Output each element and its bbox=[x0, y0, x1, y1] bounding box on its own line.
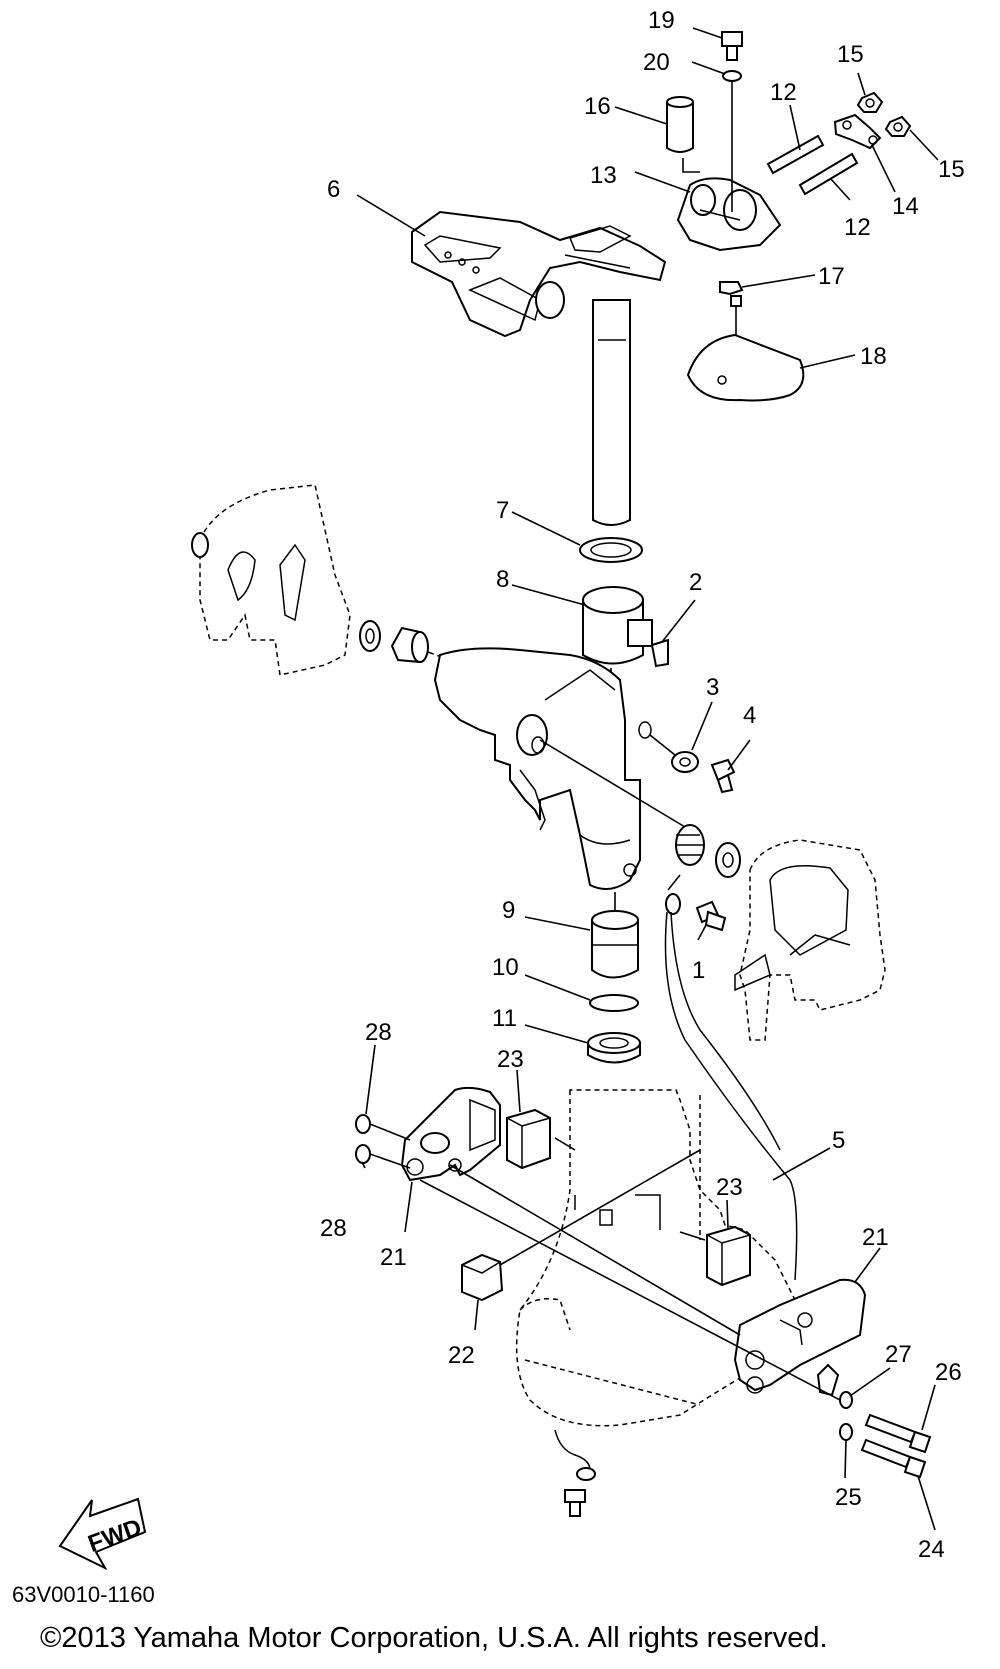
callout-18: 18 bbox=[860, 343, 887, 370]
nut-15-lower bbox=[884, 115, 912, 137]
callout-15-lower: 15 bbox=[938, 156, 965, 183]
seal-11 bbox=[587, 1032, 641, 1064]
damper-23-left bbox=[506, 1108, 551, 1170]
copyright-notice: ©2013 Yamaha Motor Corporation, U.S.A. A… bbox=[40, 1622, 828, 1654]
side-plate-right bbox=[734, 839, 886, 1041]
upper-mount bbox=[676, 177, 782, 252]
callout-3: 3 bbox=[706, 674, 719, 701]
bushing-right bbox=[675, 824, 705, 866]
bolt-19 bbox=[721, 31, 743, 61]
ground-lead-5 bbox=[664, 893, 798, 1281]
callout-4: 4 bbox=[743, 702, 756, 729]
callout-27: 27 bbox=[885, 1341, 912, 1368]
callout-numbers: 1 2 3 4 5 6 7 8 9 10 11 12 12 13 14 15 1… bbox=[320, 7, 965, 1563]
tape-2 bbox=[650, 638, 669, 668]
drive-shaft-housing bbox=[515, 1089, 801, 1427]
washer-28-lower bbox=[355, 1144, 371, 1164]
damper-22 bbox=[461, 1253, 504, 1302]
fwd-arrow: FWD bbox=[58, 1497, 147, 1571]
side-plate-left bbox=[191, 484, 351, 676]
o-ring-10 bbox=[589, 994, 639, 1012]
bushing-8 bbox=[582, 586, 653, 665]
callout-17: 17 bbox=[818, 263, 845, 290]
plate-18 bbox=[686, 333, 805, 402]
callout-28-lower: 28 bbox=[320, 1215, 347, 1242]
callout-22: 22 bbox=[448, 1342, 475, 1369]
callout-26: 26 bbox=[935, 1359, 962, 1386]
bolt-4 bbox=[710, 758, 736, 794]
washer-28-upper bbox=[355, 1114, 371, 1134]
stud-12-upper bbox=[766, 134, 825, 175]
callout-7: 7 bbox=[496, 497, 509, 524]
callout-12-upper: 12 bbox=[770, 79, 797, 106]
ground-bolt-lower bbox=[564, 1467, 596, 1517]
stud-12-lower bbox=[798, 152, 859, 196]
callout-16: 16 bbox=[584, 93, 611, 120]
nut-15-upper bbox=[856, 91, 884, 113]
washer-25 bbox=[839, 1423, 853, 1441]
swivel-bracket bbox=[433, 647, 652, 890]
washer-left bbox=[359, 620, 381, 652]
callout-23-left: 23 bbox=[497, 1046, 524, 1073]
callout-15-upper: 15 bbox=[837, 41, 864, 68]
pin bbox=[666, 96, 694, 153]
steering-shaft bbox=[592, 299, 631, 526]
collar-3 bbox=[671, 751, 699, 773]
callout-8: 8 bbox=[496, 566, 509, 593]
callout-12-lower: 12 bbox=[844, 214, 871, 241]
callout-6: 6 bbox=[327, 176, 340, 203]
callout-11: 11 bbox=[492, 1005, 517, 1032]
callout-20: 20 bbox=[643, 49, 670, 76]
callout-1: 1 bbox=[692, 957, 705, 984]
callout-25: 25 bbox=[835, 1484, 862, 1511]
washer-27 bbox=[839, 1391, 853, 1409]
damper-23-right bbox=[706, 1225, 751, 1287]
callout-28-upper: 28 bbox=[365, 1019, 392, 1046]
callout-9: 9 bbox=[502, 897, 515, 924]
callout-2: 2 bbox=[689, 569, 702, 596]
callout-10: 10 bbox=[492, 954, 519, 981]
callout-21-left: 21 bbox=[380, 1244, 407, 1271]
washer-right bbox=[715, 842, 741, 878]
callout-5: 5 bbox=[832, 1127, 845, 1154]
mount-21-left bbox=[400, 1086, 501, 1182]
bolt-24 bbox=[860, 1438, 927, 1479]
callout-23-right: 23 bbox=[716, 1174, 743, 1201]
seal-7 bbox=[579, 537, 643, 563]
document-code: 63V0010-1160 bbox=[12, 1582, 155, 1607]
steering-bracket bbox=[411, 210, 667, 338]
callout-14: 14 bbox=[892, 193, 919, 220]
callout-19: 19 bbox=[648, 7, 675, 34]
damper-9 bbox=[591, 910, 639, 979]
mount-21-right bbox=[733, 1278, 867, 1397]
bolt-26 bbox=[864, 1413, 932, 1454]
bolt-1 bbox=[695, 900, 727, 932]
plate-14 bbox=[833, 113, 882, 150]
clip-17 bbox=[719, 281, 744, 307]
washer-20 bbox=[722, 70, 742, 82]
callout-24: 24 bbox=[918, 1536, 945, 1563]
bushing-left bbox=[390, 626, 429, 664]
callout-21-right: 21 bbox=[862, 1224, 889, 1251]
callout-13: 13 bbox=[590, 162, 617, 189]
callout-leaders bbox=[356, 27, 939, 1531]
